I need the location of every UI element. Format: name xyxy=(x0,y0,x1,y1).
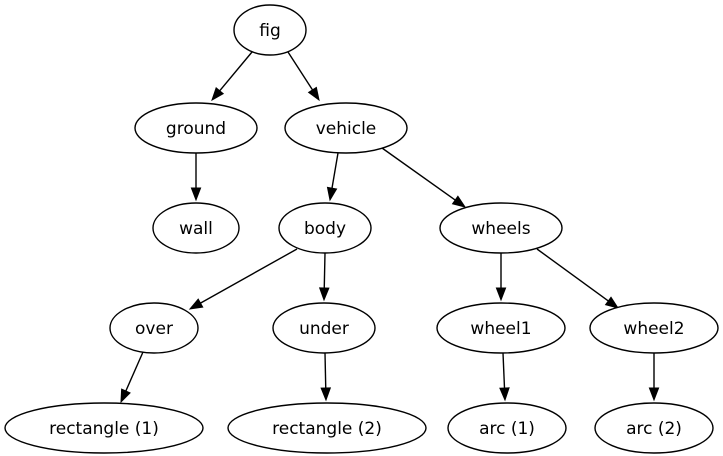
graph-node-vehicle[interactable]: vehicle xyxy=(284,102,408,154)
graph-node-fig[interactable]: fig xyxy=(233,4,307,56)
graph-node-under[interactable]: under xyxy=(272,302,376,354)
arrowhead-icon xyxy=(307,86,320,102)
node-ellipse-shape[interactable] xyxy=(594,402,714,454)
arrowhead-icon xyxy=(190,187,202,202)
arrowhead-icon xyxy=(648,387,660,402)
edge-shaft xyxy=(331,152,339,189)
graph-node-ground[interactable]: ground xyxy=(134,102,258,154)
edge-shaft xyxy=(324,352,327,389)
edge-fig-to-ground xyxy=(211,51,253,102)
node-ellipse-shape[interactable] xyxy=(152,202,240,254)
edge-vehicle-to-wheels xyxy=(381,147,467,208)
graph-node-arc2[interactable]: arc (2) xyxy=(594,402,714,454)
edge-wheel1-to-arc1 xyxy=(499,352,510,402)
edge-shaft xyxy=(536,248,609,302)
node-ellipse-shape[interactable] xyxy=(109,302,199,354)
edge-wheels-to-wheel2 xyxy=(536,248,620,309)
arrowhead-icon xyxy=(188,298,204,310)
graph-node-wheel1[interactable]: wheel1 xyxy=(436,302,566,354)
edge-vehicle-to-body xyxy=(326,152,339,202)
arrowhead-icon xyxy=(451,195,467,208)
arrowhead-icon xyxy=(499,387,510,402)
edge-shaft xyxy=(502,352,506,389)
node-ellipse-shape[interactable] xyxy=(233,4,307,56)
node-ellipse-shape[interactable] xyxy=(227,402,427,454)
edge-shaft xyxy=(287,51,314,91)
node-ellipse-shape[interactable] xyxy=(278,202,372,254)
edge-wheel2-to-arc2 xyxy=(648,353,660,402)
nodes-layer: fig ground vehicle wall body wheels over under w… xyxy=(4,4,719,454)
arrowhead-icon xyxy=(318,287,330,302)
node-ellipse-shape[interactable] xyxy=(284,102,408,154)
arrowhead-icon xyxy=(320,387,332,402)
node-ellipse-shape[interactable] xyxy=(439,202,563,254)
edge-fig-to-vehicle xyxy=(287,51,320,102)
arrowhead-icon xyxy=(120,388,131,404)
edge-body-to-over xyxy=(188,248,298,310)
edge-over-to-rectangle1 xyxy=(120,351,144,404)
graph-node-rectangle2[interactable]: rectangle (2) xyxy=(227,402,427,454)
edge-shaft xyxy=(323,252,326,289)
arrowhead-icon xyxy=(211,86,225,102)
edge-ground-to-wall xyxy=(190,153,202,202)
graph-node-rectangle1[interactable]: rectangle (1) xyxy=(4,402,204,454)
arrowhead-icon xyxy=(604,296,620,309)
node-ellipse-shape[interactable] xyxy=(134,102,258,154)
node-ellipse-shape[interactable] xyxy=(436,302,566,354)
graph-node-wall[interactable]: wall xyxy=(152,202,240,254)
edge-shaft xyxy=(219,51,253,92)
edge-wheels-to-wheel1 xyxy=(495,253,507,302)
edge-shaft xyxy=(381,147,456,201)
node-ellipse-shape[interactable] xyxy=(4,402,204,454)
arrowhead-icon xyxy=(495,287,507,302)
edge-body-to-under xyxy=(318,252,330,302)
node-ellipse-shape[interactable] xyxy=(589,302,719,354)
node-ellipse-shape[interactable] xyxy=(447,402,567,454)
edge-shaft xyxy=(200,248,298,304)
edge-shaft xyxy=(125,351,144,392)
edges-layer xyxy=(120,51,660,404)
graph-node-arc1[interactable]: arc (1) xyxy=(447,402,567,454)
graph-node-wheels[interactable]: wheels xyxy=(439,202,563,254)
graph-node-body[interactable]: body xyxy=(278,202,372,254)
edge-under-to-rectangle2 xyxy=(320,352,332,402)
node-ellipse-shape[interactable] xyxy=(272,302,376,354)
graph-node-over[interactable]: over xyxy=(109,302,199,354)
graph-node-wheel2[interactable]: wheel2 xyxy=(589,302,719,354)
arrowhead-icon xyxy=(326,186,338,202)
